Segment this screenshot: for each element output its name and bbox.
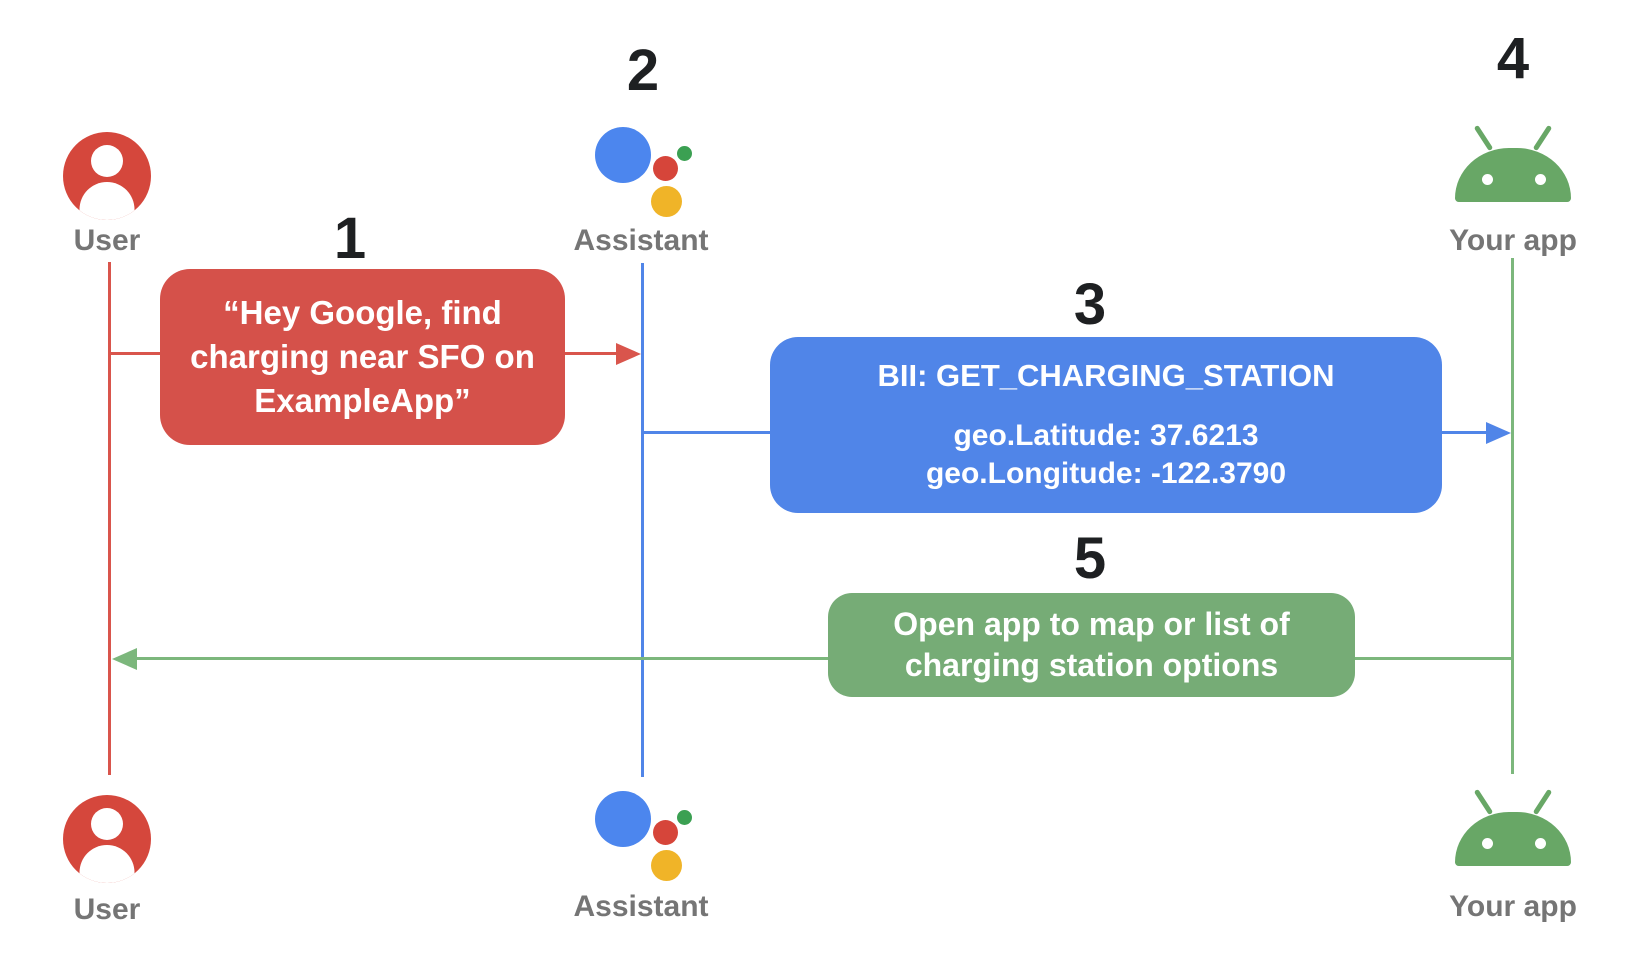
message-bubble-fulfillment: Open app to map or list of charging stat… (828, 593, 1355, 697)
step-number-2: 2 (626, 38, 660, 103)
android-antenna (1473, 788, 1494, 816)
android-dome (1455, 148, 1571, 202)
actor-label-user-top: User (73, 224, 141, 257)
bii-param-latitude: geo.Latitude: 37.6213 (953, 419, 1259, 452)
assistant-yellow-circle (651, 850, 682, 881)
android-eye (1535, 174, 1546, 185)
bii-param-longitude: geo.Longitude: -122.3790 (925, 457, 1287, 490)
assistant-icon (585, 122, 695, 217)
user-icon-shoulders (79, 182, 135, 220)
user-query-line: ExampleApp” (254, 382, 471, 419)
assistant-red-circle (653, 156, 678, 181)
user-icon (63, 132, 151, 220)
arrowhead-left-icon (112, 648, 137, 670)
app-lifeline (1511, 258, 1514, 774)
android-antenna (1473, 124, 1494, 152)
actor-label-app-top: Your app (1449, 224, 1577, 257)
fulfillment-line: charging station options (904, 647, 1279, 683)
assistant-green-circle (677, 810, 692, 825)
actor-label-app-bottom: Your app (1449, 890, 1577, 923)
actor-label-assistant-bottom: Assistant (573, 890, 709, 923)
android-dome (1455, 812, 1571, 866)
step-number-5: 5 (1073, 526, 1107, 591)
android-eye (1535, 838, 1546, 849)
android-antenna (1532, 788, 1553, 816)
arrowhead-right-icon (1486, 422, 1511, 444)
assistant-yellow-circle (651, 186, 682, 217)
step-number-1: 1 (333, 206, 367, 271)
user-query-line: charging near SFO on (190, 338, 535, 375)
android-icon (1453, 122, 1573, 202)
android-icon (1453, 786, 1573, 866)
message-bubble-user-query: “Hey Google, find charging near SFO on E… (160, 269, 565, 445)
arrowhead-right-icon (616, 343, 641, 365)
assistant-green-circle (677, 146, 692, 161)
assistant-icon (585, 786, 695, 881)
user-icon-head (91, 808, 123, 840)
user-icon (63, 795, 151, 883)
assistant-blue-circle (595, 791, 651, 847)
user-lifeline (108, 262, 111, 775)
arrow-app-to-user (136, 657, 1513, 660)
bii-title: BII: GET_CHARGING_STATION (877, 358, 1335, 393)
assistant-red-circle (653, 820, 678, 845)
android-antenna (1532, 124, 1553, 152)
actor-label-assistant-top: Assistant (573, 224, 709, 257)
user-icon-head (91, 145, 123, 177)
android-eye (1482, 174, 1493, 185)
assistant-blue-circle (595, 127, 651, 183)
assistant-lifeline (641, 263, 644, 777)
actor-label-user-bottom: User (73, 893, 141, 926)
android-eye (1482, 838, 1493, 849)
step-number-4: 4 (1496, 26, 1530, 91)
user-query-line: “Hey Google, find (223, 294, 502, 331)
message-bubble-bii: BII: GET_CHARGING_STATION geo.Latitude: … (770, 337, 1442, 513)
step-number-3: 3 (1073, 272, 1107, 337)
fulfillment-line: Open app to map or list of (893, 606, 1290, 642)
user-icon-shoulders (79, 845, 135, 883)
